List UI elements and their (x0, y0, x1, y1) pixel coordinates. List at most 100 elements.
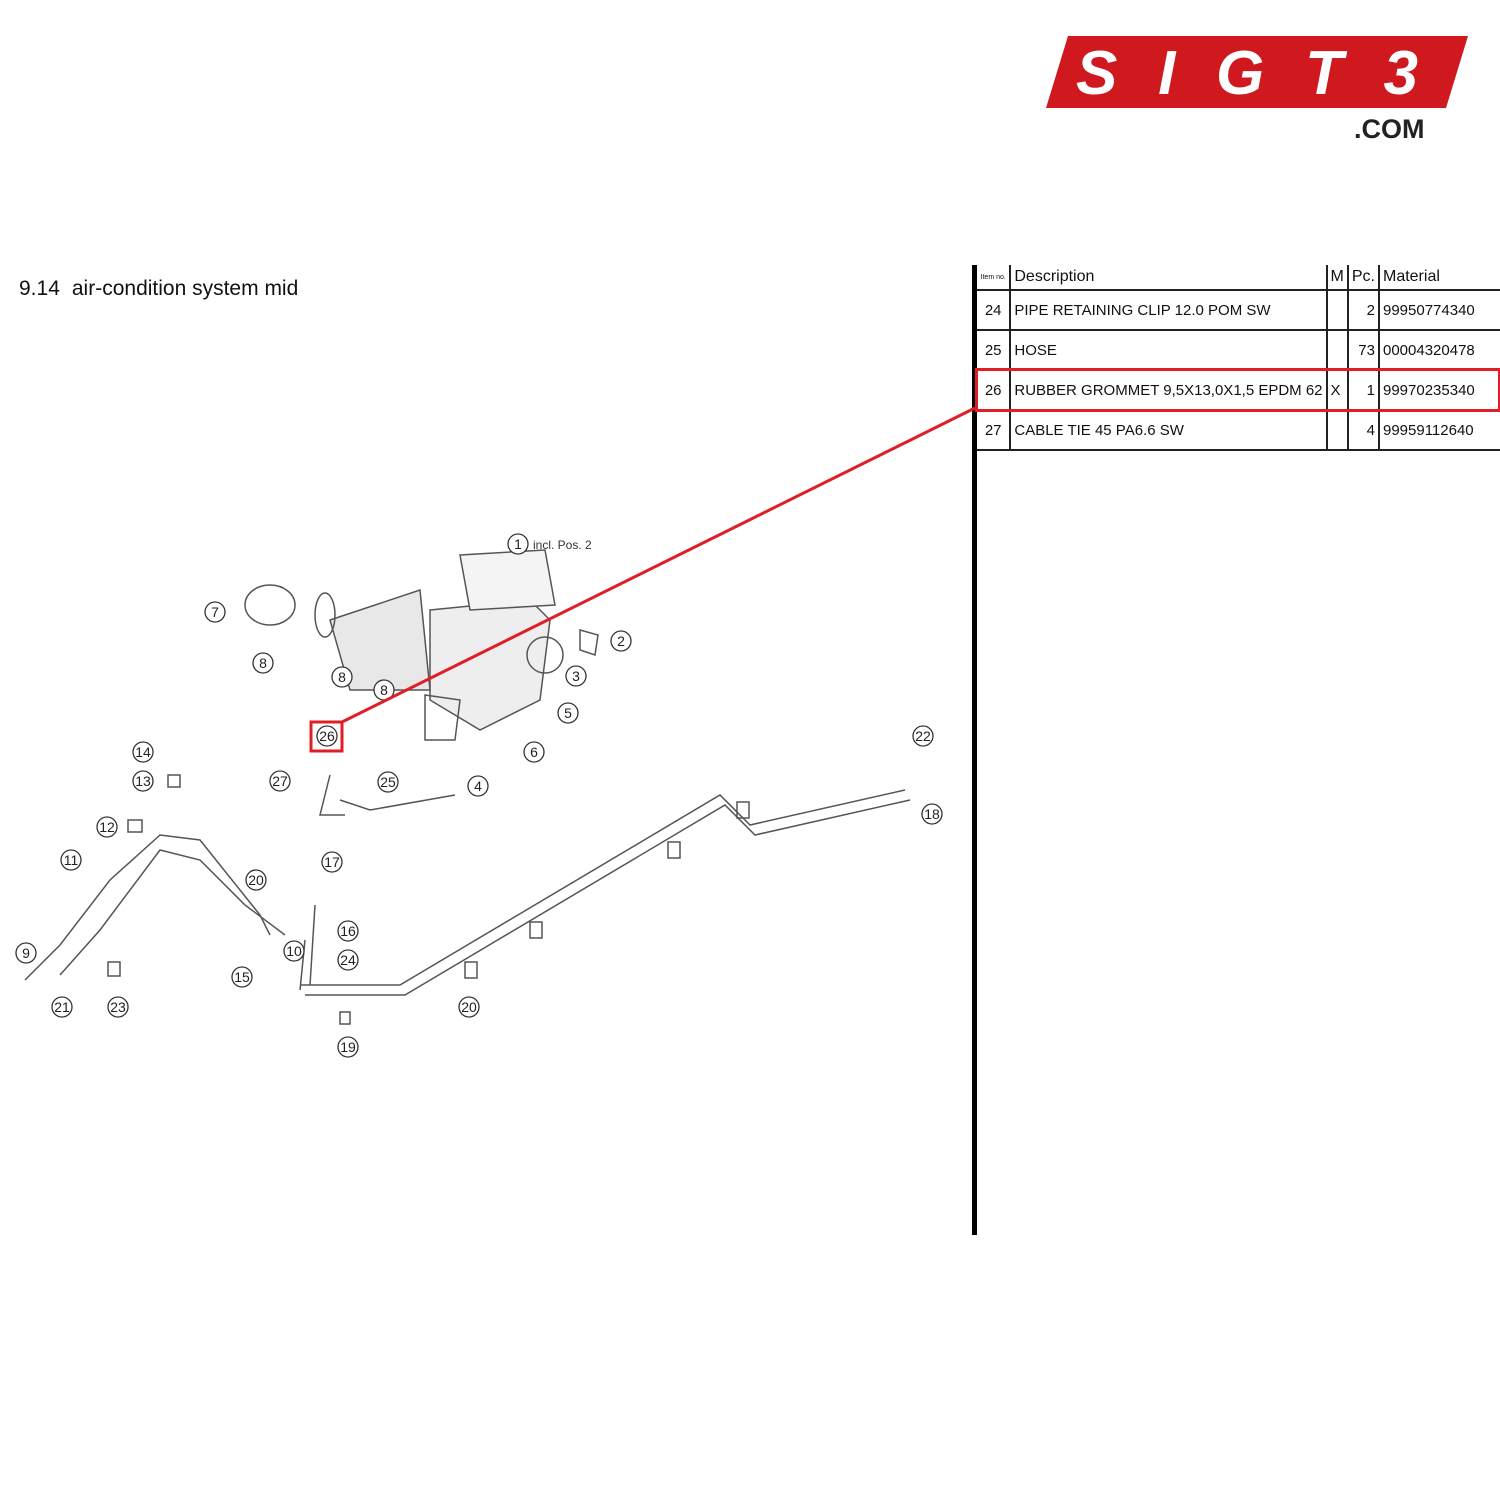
callout-13: 13 (132, 770, 154, 792)
section-number: 9.14 (19, 277, 60, 300)
material: 00004320478 (1377, 330, 1500, 371)
header-item: Item no. (977, 265, 1011, 291)
callout-17: 17 (321, 851, 343, 873)
callout-circle (204, 601, 226, 623)
logo-domain: .COM (1354, 114, 1425, 144)
callout-circle (283, 940, 305, 962)
callout-25: 25 (377, 771, 399, 793)
callout-circle (565, 665, 587, 687)
callout-24: 24 (337, 949, 359, 971)
m-flag (1325, 410, 1348, 451)
callout-number: 8 (259, 655, 267, 671)
callout-number: 1 (514, 536, 522, 552)
callout-26: 26 (316, 725, 338, 747)
item-no: 24 (977, 290, 1011, 331)
callout-number: 20 (248, 872, 264, 888)
callout-15: 15 (231, 966, 253, 988)
callout-12: 12 (96, 816, 118, 838)
callout-19: 19 (337, 1036, 359, 1058)
highlight-box (975, 368, 1500, 412)
callout-circle (337, 949, 359, 971)
callout-number: 22 (915, 728, 931, 744)
item-no: 26 (977, 370, 1011, 411)
item-no: 27 (977, 410, 1011, 451)
callout-number: 19 (340, 1039, 356, 1055)
callout-number: 13 (135, 773, 151, 789)
callout-number: 24 (340, 952, 356, 968)
description: RUBBER GROMMET 9,5X13,0X1,5 EPDM 62 (1009, 370, 1327, 411)
callout-circle (610, 630, 632, 652)
header-material: Material (1377, 265, 1500, 291)
table-header: Item no. Description M Pc. Material (977, 265, 1500, 291)
callout-number: 7 (211, 604, 219, 620)
callout-circle (60, 849, 82, 871)
material: 99950774340 (1377, 290, 1500, 331)
callout-circle (507, 533, 529, 555)
callout-number: 2 (617, 633, 625, 649)
header-pc: Pc. (1346, 265, 1379, 291)
callout-circle (245, 869, 267, 891)
callout-21: 21 (51, 996, 73, 1018)
callout-22: 22 (912, 725, 934, 747)
callout-number: 26 (319, 728, 335, 744)
callout-2: 2 (610, 630, 632, 652)
callout-20: 20 (245, 869, 267, 891)
callout-number: 9 (22, 945, 30, 961)
highlight-leader-line (341, 406, 976, 724)
item-no: 25 (977, 330, 1011, 371)
sigt3-logo: SIGT3 (1046, 36, 1468, 108)
callout-10: 10 (283, 940, 305, 962)
description: PIPE RETAINING CLIP 12.0 POM SW (1009, 290, 1327, 331)
callout-8: 8 (252, 652, 274, 674)
callout-number: 8 (338, 669, 346, 685)
callout-number: 27 (272, 773, 288, 789)
material: 99959112640 (1377, 410, 1500, 451)
callout-3: 3 (565, 665, 587, 687)
callout-6: 6 (523, 741, 545, 763)
callout-circle (316, 725, 338, 747)
callout-number: 21 (54, 999, 70, 1015)
description: HOSE (1009, 330, 1327, 371)
callout-circle (337, 920, 359, 942)
callout-number: 5 (564, 705, 572, 721)
callout-circle (912, 725, 934, 747)
callout-number: 4 (474, 778, 482, 794)
callout-5: 5 (557, 702, 579, 724)
header-m: M (1325, 265, 1348, 291)
callout-18: 18 (921, 803, 943, 825)
header-description: Description (1009, 265, 1327, 291)
callout-9: 9 (15, 942, 37, 964)
callout-circle (51, 996, 73, 1018)
callout-14: 14 (132, 741, 154, 763)
callout-circle (337, 1036, 359, 1058)
callout-circle (15, 942, 37, 964)
callout-number: 18 (924, 806, 940, 822)
callout-circle (523, 741, 545, 763)
callout-circle (467, 775, 489, 797)
callout-circle (96, 816, 118, 838)
callout-16: 16 (337, 920, 359, 942)
pieces: 2 (1346, 290, 1379, 331)
callout-circle (132, 770, 154, 792)
callout-circle (321, 851, 343, 873)
callout-27: 27 (269, 770, 291, 792)
callout-circle (132, 741, 154, 763)
description: CABLE TIE 45 PA6.6 SW (1009, 410, 1327, 451)
callout-number: 12 (99, 819, 115, 835)
callout-number: 11 (64, 852, 79, 868)
pieces: 4 (1346, 410, 1379, 451)
callout-11: 11 (60, 849, 82, 871)
callout-7: 7 (204, 601, 226, 623)
callout-circle (331, 666, 353, 688)
callout-circle (252, 652, 274, 674)
callout-number: 25 (380, 774, 396, 790)
callout-number: 14 (135, 744, 151, 760)
callout-circle (231, 966, 253, 988)
callout-circle (557, 702, 579, 724)
